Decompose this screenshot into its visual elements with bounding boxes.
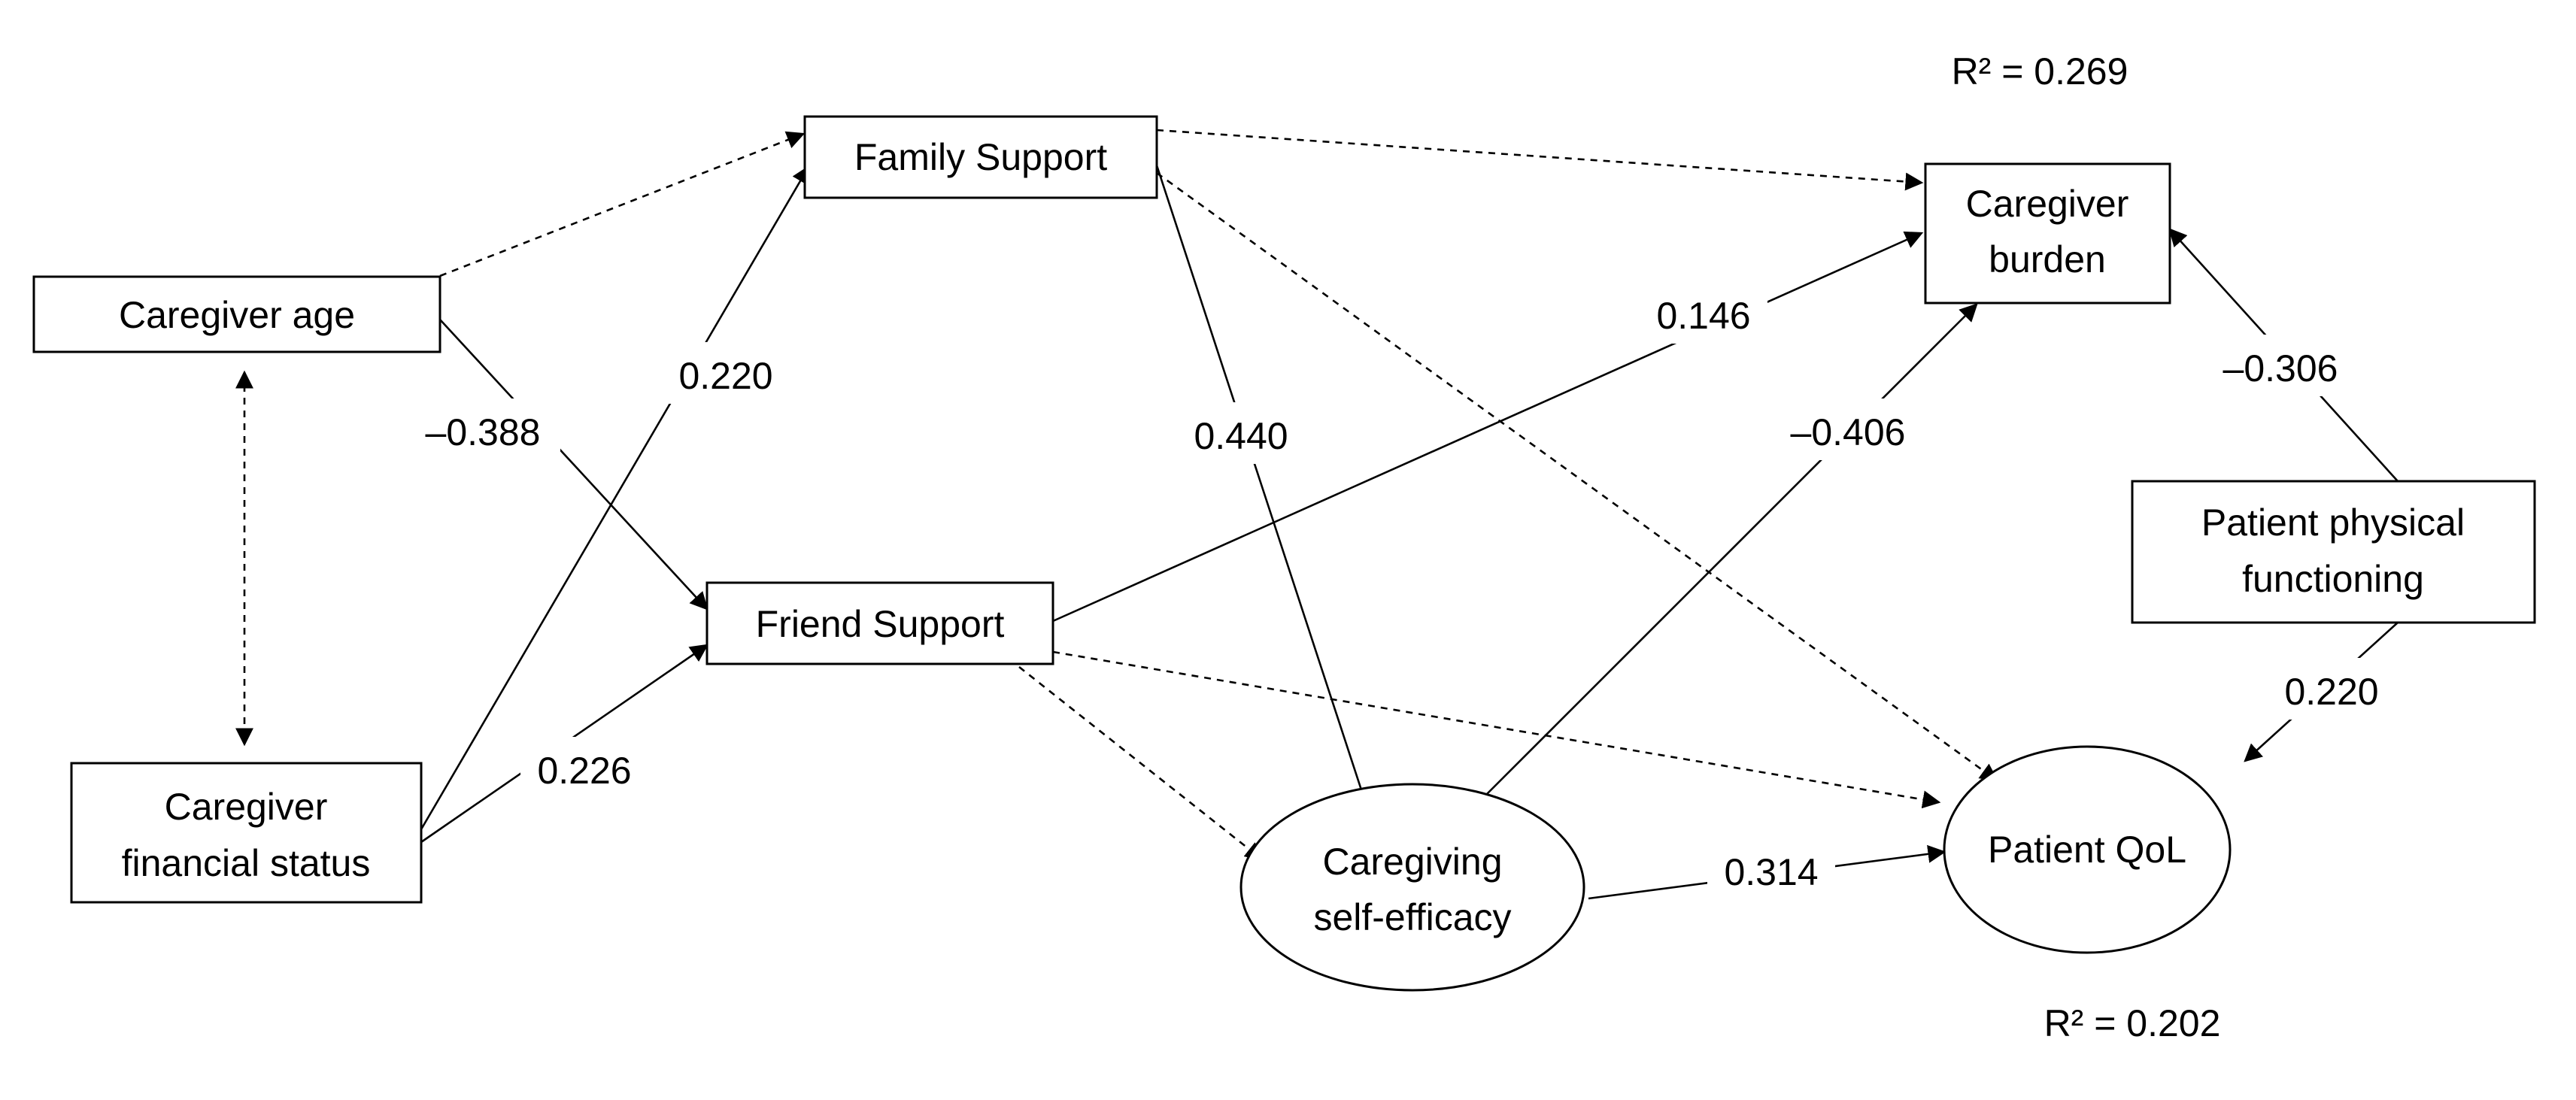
coef-financial-family: 0.220: [662, 342, 790, 404]
coef-family-efficacy-text: 0.440: [1194, 415, 1288, 457]
coef-financial-friend-text: 0.226: [537, 750, 631, 792]
edge-financial-family: [420, 165, 810, 830]
edge-family-efficacy: [1155, 165, 1371, 811]
coef-financial-friend: 0.226: [520, 737, 648, 798]
node-physical-functioning-label-1: Patient physical: [2201, 502, 2465, 544]
coef-physical-qol: 0.220: [2268, 658, 2395, 720]
edge-friend-efficacy-dashed: [1018, 665, 1264, 861]
coef-financial-family-text: 0.220: [678, 355, 772, 397]
node-friend-support-label: Friend Support: [756, 603, 1005, 645]
coef-efficacy-qol: 0.314: [1707, 838, 1835, 900]
coef-family-efficacy: 0.440: [1177, 402, 1305, 464]
node-caregiver-burden-label-2: burden: [1989, 238, 2106, 280]
node-financial-status-label-1: Caregiver: [165, 786, 328, 828]
r-squared-qol: R² = 0.202: [2044, 1002, 2221, 1044]
coef-friend-burden: 0.146: [1640, 282, 1767, 344]
node-caregiver-burden-label-1: Caregiver: [1966, 183, 2129, 225]
edge-family-burden-dashed: [1156, 129, 1924, 191]
node-caregiving-self-efficacy: Caregiving self-efficacy: [1239, 783, 1585, 992]
coef-age-friend-text: –0.388: [426, 411, 541, 453]
node-family-support-label: Family Support: [854, 136, 1107, 178]
node-patient-qol: Patient QoL: [1943, 745, 2232, 954]
node-caregiver-age-label: Caregiver age: [119, 294, 355, 336]
node-patient-qol-label: Patient QoL: [1988, 829, 2186, 871]
node-caregiver-burden: Caregiver burden: [1924, 162, 2171, 305]
node-friend-support: Friend Support: [705, 581, 1054, 665]
node-self-efficacy-label-1: Caregiving: [1322, 841, 1502, 883]
node-family-support: Family Support: [803, 115, 1158, 199]
node-self-efficacy-label-2: self-efficacy: [1313, 896, 1511, 938]
coef-physical-qol-text: 0.220: [2284, 671, 2378, 713]
edge-efficacy-burden: [1472, 303, 1978, 809]
edge-friend-qol-dashed: [1052, 650, 1941, 809]
edge-friend-burden: [1052, 231, 1924, 623]
node-financial-status-label-2: financial status: [122, 842, 371, 884]
r-squared-burden: R² = 0.269: [1952, 50, 2128, 92]
node-physical-functioning-label-2: functioning: [2242, 558, 2424, 600]
coef-age-friend: –0.388: [406, 398, 560, 460]
node-financial-status: Caregiver financial status: [70, 762, 423, 904]
edge-age-friend: [439, 319, 708, 611]
coef-efficacy-burden-text: –0.406: [1791, 411, 1906, 453]
node-caregiver-age: Caregiver age: [32, 275, 441, 353]
coef-efficacy-burden: –0.406: [1771, 398, 1925, 460]
coef-efficacy-qol-text: 0.314: [1724, 851, 1818, 893]
node-patient-physical-functioning: Patient physical functioning: [2131, 480, 2536, 624]
coef-physical-burden-text: –0.306: [2223, 347, 2338, 389]
edge-age-family-dashed: [439, 131, 806, 277]
coef-friend-burden-text: 0.146: [1656, 295, 1750, 337]
coef-physical-burden: –0.306: [2204, 335, 2358, 396]
edge-family-qol-dashed: [1156, 171, 1998, 782]
